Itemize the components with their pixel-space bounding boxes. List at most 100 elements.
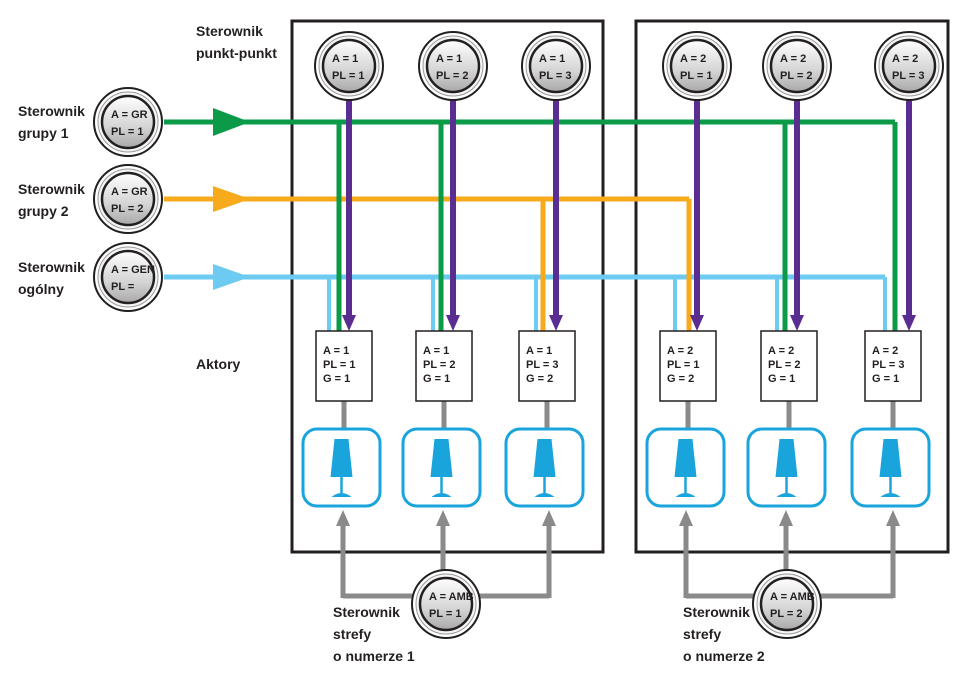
point-arrow-2-arrowhead — [446, 315, 460, 331]
zone-controller-1-line1: A = AMB — [429, 591, 474, 603]
lamp-shade — [533, 439, 556, 477]
point-controller-6-line2: PL = 3 — [892, 70, 925, 82]
point-controller-3-face — [528, 38, 584, 94]
group2-bus-arrowhead — [213, 186, 250, 212]
lamp-icon — [301, 427, 382, 508]
lamp-icon — [504, 427, 585, 508]
group-controller-2-line1: A = GR — [111, 186, 148, 198]
point-controller-1: A = 1 PL = 1 — [314, 31, 384, 101]
lamp-icon — [850, 427, 931, 508]
actuator-g: G = 1 — [423, 373, 450, 385]
group-controller-1-face — [100, 94, 156, 150]
actuator-pl: PL = 2 — [768, 359, 801, 371]
actuator-g: G = 2 — [526, 373, 553, 385]
actuator-a: A = 2 — [872, 345, 898, 357]
actuator-text: A = 2 PL = 3 G = 1 — [872, 345, 905, 385]
group-controller-3-line2: PL = — [111, 281, 134, 293]
point-controller-6-line1: A = 2 — [892, 53, 918, 65]
point-controller-2-face — [425, 38, 481, 94]
lamp-shade — [330, 439, 353, 477]
actuator-g: G = 1 — [872, 373, 899, 385]
point-controller-2-text: A = 1 PL = 2 — [436, 53, 469, 82]
lamp-base — [880, 493, 901, 497]
zone1-label-line3: o numerze 1 — [333, 648, 415, 664]
lamp-shade — [879, 439, 902, 477]
lamp-icon — [746, 427, 827, 508]
actuator-pl: PL = 3 — [526, 359, 559, 371]
zone2-feed-mid-arrowhead — [779, 510, 793, 526]
point-controller-label-line2: punkt-punkt — [196, 45, 277, 61]
point-controller-6-text: A = 2 PL = 3 — [892, 53, 925, 82]
point-controller-1-line2: PL = 1 — [332, 70, 365, 82]
zone-controller-2-line2: PL = 2 — [770, 608, 803, 620]
actuator-box-frame — [659, 330, 717, 402]
lamp-shade — [674, 439, 697, 477]
point-controller-6-face — [881, 38, 937, 94]
point-controller-label-line1: Sterownik — [196, 23, 263, 39]
actuator-box-frame — [518, 330, 576, 402]
point-controller-4-line2: PL = 1 — [680, 70, 713, 82]
group-controller-1-line1: A = GR — [111, 109, 148, 121]
group1-label-line1: Sterownik — [18, 103, 85, 119]
actuator-a: A = 2 — [768, 345, 794, 357]
group-controller-2-line2: PL = 2 — [111, 203, 144, 215]
point-controller-2: A = 1 PL = 2 — [418, 31, 488, 101]
actuator-g: G = 2 — [667, 373, 694, 385]
actuator-pl: PL = 1 — [323, 359, 356, 371]
lamp-base — [675, 493, 696, 497]
group2-label-line2: grupy 2 — [18, 203, 69, 219]
general-label-line1: Sterownik — [18, 259, 85, 275]
lamp-base — [431, 493, 452, 497]
zone1-feed-right-arrowhead — [542, 510, 556, 526]
actuator-pl: PL = 2 — [423, 359, 456, 371]
actuator-box-frame — [415, 330, 473, 402]
lamp-icon — [401, 427, 482, 508]
zone-1-frame — [290, 19, 605, 554]
lamp-icon — [645, 427, 726, 508]
zone-controller-2-line1: A = AMB — [770, 591, 815, 603]
zone1-feed-left-arrowhead — [336, 510, 350, 526]
zone1-label-line2: strefy — [333, 626, 371, 642]
point-controller-1-line1: A = 1 — [332, 53, 358, 65]
group-controller-3-line1: A = GEN — [111, 264, 155, 276]
group2-label-line1: Sterownik — [18, 181, 85, 197]
point-arrow-4-arrowhead — [690, 315, 704, 331]
group1-label: Sterownik grupy 1 — [18, 103, 89, 141]
zone1-feed-mid-arrowhead — [436, 510, 450, 526]
zone1-label-line1: Sterownik — [333, 604, 400, 620]
zone-controller-2-face — [759, 576, 815, 632]
point-controller-2-line1: A = 1 — [436, 53, 462, 65]
point-controller-label: Sterownik punkt-punkt — [196, 23, 277, 61]
point-controller-4: A = 2 PL = 1 — [662, 31, 732, 101]
point-controller-5-face — [769, 38, 825, 94]
actuator-box-frame — [864, 330, 922, 402]
general-bus-arrowhead — [213, 264, 250, 290]
actuator-box-frame — [760, 330, 818, 402]
point-controller-6: A = 2 PL = 3 — [874, 31, 944, 101]
point-controller-1-face — [321, 38, 377, 94]
general-label-line2: ogólny — [18, 281, 64, 297]
point-arrow-5-arrowhead — [790, 315, 804, 331]
actuator-pl: PL = 3 — [872, 359, 905, 371]
point-controller-4-face — [669, 38, 725, 94]
zone2-feed-right-arrowhead — [886, 510, 900, 526]
zone-controller-1-line2: PL = 1 — [429, 608, 462, 620]
zone1-label: Sterownik strefy o numerze 1 — [333, 604, 415, 664]
lamp-shade — [775, 439, 798, 477]
point-controller-2-line2: PL = 2 — [436, 70, 469, 82]
group-controller-3-face — [100, 249, 156, 305]
group-controller-3-text: A = GEN PL = — [111, 264, 155, 293]
point-controller-4-line1: A = 2 — [680, 53, 706, 65]
actuator-box-frame — [315, 330, 373, 402]
